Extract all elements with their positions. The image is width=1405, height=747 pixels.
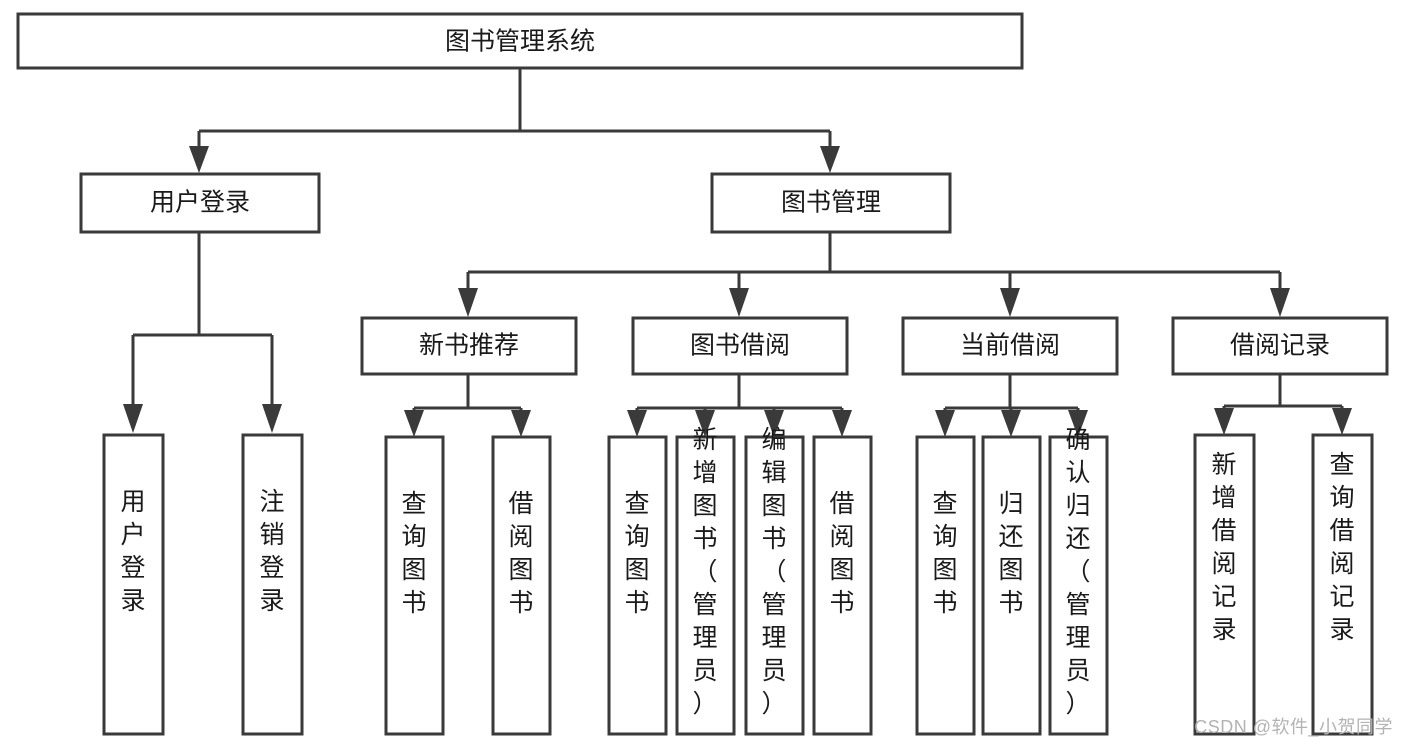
- arrow-head-current-borrow: [1000, 288, 1020, 317]
- leaf-recommend-1[interactable]: 查询图书: [384, 435, 445, 736]
- leaf-book-borrow-2-box[interactable]: [675, 435, 736, 736]
- node-book-borrow-label: 图书借阅: [690, 332, 790, 360]
- node-borrow-record-box[interactable]: [1171, 316, 1389, 376]
- leaf-book-borrow-4-label: 借阅图书: [829, 490, 854, 617]
- node-root-box[interactable]: [16, 12, 1024, 70]
- leaf-user-login-2-box[interactable]: [241, 433, 304, 736]
- node-book-borrow-box[interactable]: [631, 316, 849, 376]
- node-root[interactable]: 图书管理系统: [16, 12, 1024, 70]
- node-current-borrow[interactable]: 当前借阅: [901, 316, 1119, 376]
- node-new-book-recommend[interactable]: 新书推荐: [360, 316, 578, 376]
- leaf-book-borrow-4-box[interactable]: [812, 435, 873, 736]
- leaf-book-borrow-3[interactable]: 编辑图书（管理员）: [744, 426, 805, 736]
- leaf-current-borrow-3-label: 确认归还（管理员）: [1065, 426, 1090, 718]
- leaf-current-borrow-1-box[interactable]: [915, 435, 976, 736]
- node-new-book-recommend-label: 新书推荐: [419, 332, 519, 360]
- leaf-book-borrow-2-label: 新增图书（管理员）: [692, 426, 717, 718]
- arrow-head-current-child-3: [1068, 410, 1088, 437]
- arrow-head-recommend-child-1: [404, 410, 424, 437]
- leaf-recommend-1-label: 查询图书: [401, 490, 426, 617]
- node-current-borrow-box[interactable]: [901, 316, 1119, 376]
- leaf-current-borrow-2[interactable]: 归还图书: [981, 435, 1042, 736]
- node-book-borrow[interactable]: 图书借阅: [631, 316, 849, 376]
- leaf-user-login-1-box[interactable]: [102, 433, 165, 736]
- arrow-head-record-child-1: [1214, 408, 1234, 435]
- leaf-borrow-record-1-box[interactable]: [1193, 433, 1256, 736]
- arrow-head-borrow-record: [1270, 288, 1290, 317]
- leaf-recommend-1-box[interactable]: [384, 435, 445, 736]
- arrow-head-leaf-user-login-1: [123, 404, 143, 433]
- arrow-head-borrow-child-4: [832, 410, 852, 437]
- leaf-user-login-2[interactable]: 注销登录: [241, 433, 304, 736]
- arrow-head-borrow-child-3: [764, 410, 784, 437]
- leaf-book-borrow-4[interactable]: 借阅图书: [812, 435, 873, 736]
- arrow-head-user-login: [189, 146, 209, 173]
- leaf-borrow-record-2-label: 查询借阅记录: [1329, 451, 1354, 644]
- node-book-manage-box[interactable]: [710, 172, 952, 234]
- leaf-book-borrow-2[interactable]: 新增图书（管理员）: [675, 426, 736, 736]
- leaf-borrow-record-1[interactable]: 新增借阅记录: [1193, 433, 1256, 736]
- node-user-login-label: 用户登录: [150, 189, 250, 217]
- leaf-book-borrow-1-box[interactable]: [607, 435, 668, 736]
- leaf-recommend-2[interactable]: 借阅图书: [491, 435, 552, 736]
- node-user-login-box[interactable]: [79, 172, 321, 234]
- node-borrow-record-label: 借阅记录: [1230, 332, 1330, 360]
- leaf-recommend-2-label: 借阅图书: [508, 490, 533, 617]
- leaf-current-borrow-1-label: 查询图书: [932, 490, 957, 617]
- leaf-borrow-record-1-label: 新增借阅记录: [1211, 451, 1236, 644]
- leaf-recommend-2-box[interactable]: [491, 435, 552, 736]
- node-book-manage[interactable]: 图书管理: [710, 172, 952, 234]
- leaf-user-login-1[interactable]: 用户登录: [102, 433, 165, 736]
- arrow-head-book-manage: [820, 146, 840, 173]
- node-root-label: 图书管理系统: [445, 28, 595, 56]
- leaf-current-borrow-3[interactable]: 确认归还（管理员）: [1048, 426, 1109, 736]
- arrow-head-new-book-recommend: [458, 288, 478, 317]
- arrow-head-current-child-2: [1001, 410, 1021, 437]
- leaf-book-borrow-3-label: 编辑图书（管理员）: [761, 426, 786, 718]
- leaf-user-login-2-label: 注销登录: [259, 488, 284, 615]
- arrow-head-borrow-child-1: [627, 410, 647, 437]
- node-current-borrow-label: 当前借阅: [960, 332, 1060, 360]
- arrow-head-borrow-child-2: [695, 410, 715, 437]
- leaf-borrow-record-2-box[interactable]: [1311, 433, 1374, 736]
- leaf-borrow-record-2[interactable]: 查询借阅记录: [1311, 433, 1374, 736]
- node-user-login[interactable]: 用户登录: [79, 172, 321, 234]
- leaf-current-borrow-3-box[interactable]: [1048, 435, 1109, 736]
- arrow-head-current-child-1: [935, 410, 955, 437]
- leaf-current-borrow-1[interactable]: 查询图书: [915, 435, 976, 736]
- leaf-book-borrow-1[interactable]: 查询图书: [607, 435, 668, 736]
- leaf-book-borrow-3-box[interactable]: [744, 435, 805, 736]
- leaf-current-borrow-2-label: 归还图书: [998, 490, 1023, 617]
- leaf-user-login-1-label: 用户登录: [120, 488, 145, 615]
- arrow-head-recommend-child-2: [511, 410, 531, 437]
- leaf-current-borrow-2-box[interactable]: [981, 435, 1042, 736]
- node-book-manage-label: 图书管理: [781, 189, 881, 217]
- leaf-book-borrow-1-label: 查询图书: [624, 490, 649, 617]
- node-new-book-recommend-box[interactable]: [360, 316, 578, 376]
- arrow-head-leaf-user-login-2: [262, 404, 282, 433]
- connector-layer: [123, 68, 1352, 437]
- node-borrow-record[interactable]: 借阅记录: [1171, 316, 1389, 376]
- arrow-head-record-child-2: [1332, 408, 1352, 435]
- arrow-head-book-borrow: [729, 288, 749, 317]
